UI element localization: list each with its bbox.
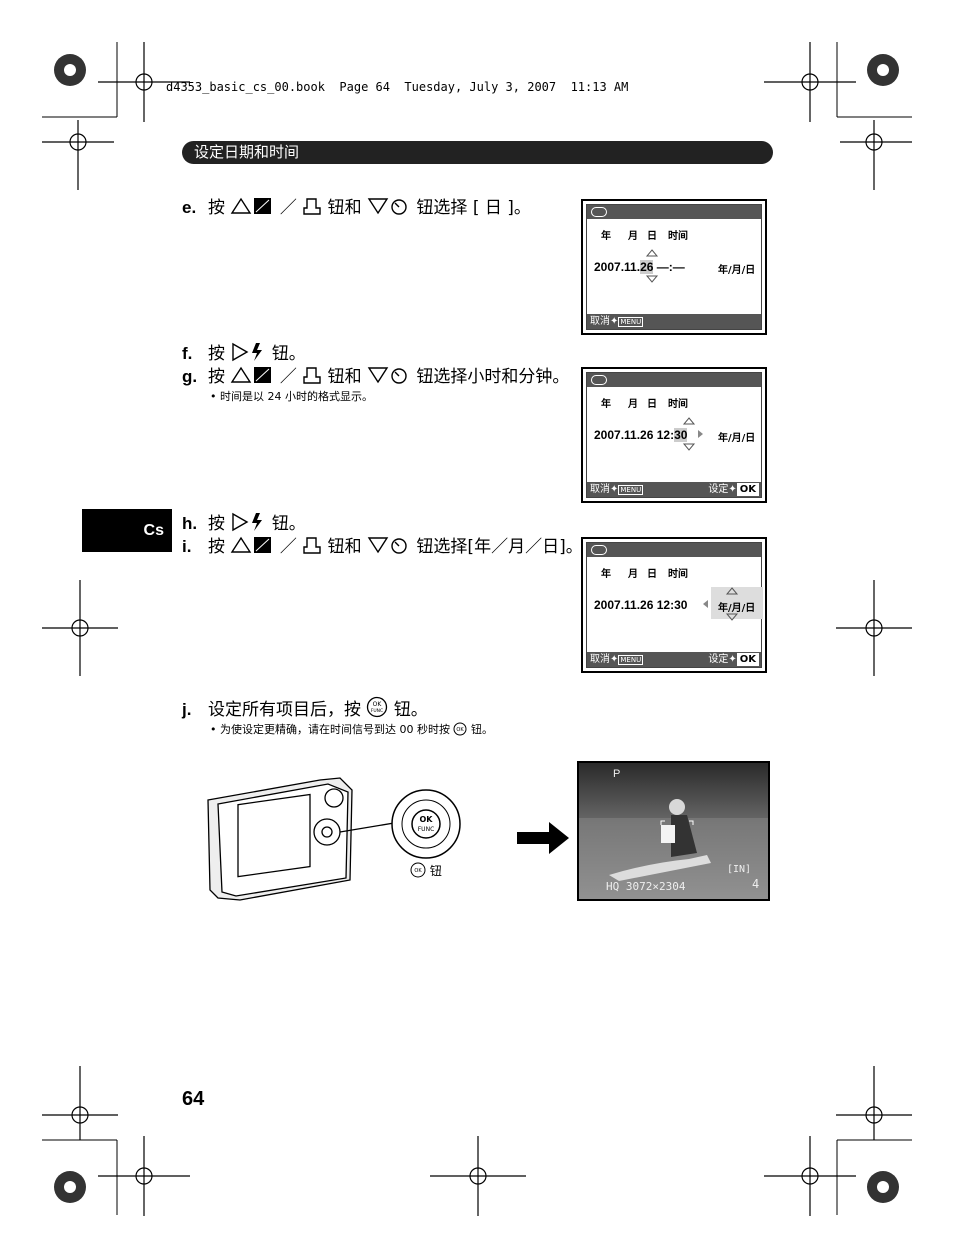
selected-minute[interactable]: 30: [674, 428, 688, 442]
step-e: e.按 ／ 钮和 钮选择 [ 日 ]。: [182, 197, 531, 218]
language-tab: Cs: [82, 509, 172, 552]
svg-text:OK: OK: [420, 815, 434, 824]
print-icon: [303, 198, 321, 215]
up-down-arrows: [645, 249, 659, 283]
selected-day[interactable]: 26: [640, 260, 654, 274]
selected-format[interactable]: 年/月/日: [718, 603, 756, 614]
down-selftimer-icon: [367, 537, 407, 554]
right-flash-icon: [232, 342, 263, 362]
down-selftimer-icon: [367, 367, 407, 384]
cancel-label: 取消✦MENU: [590, 654, 644, 665]
screen-date-day: 年 月 日 时间 2007.11.26 —:— 年/月/日 取消✦MENU: [581, 199, 767, 335]
svg-text:OK: OK: [457, 727, 465, 733]
left-up-down-arrows: [703, 587, 739, 621]
quality-readout: HQ 3072×2304: [606, 880, 686, 893]
step-g: g.按 ／ 钮和 钮选择小时和分钟。: [182, 366, 570, 387]
cancel-label: 取消✦MENU: [590, 316, 644, 327]
up-down-right-arrows: [682, 417, 703, 451]
right-arrow-icon: [517, 822, 569, 854]
svg-text:OK: OK: [373, 701, 383, 708]
step-g-note: • 时间是以 24 小时的格式显示。: [210, 390, 373, 403]
book-info: d4353_basic_cs_00.book Page 64 Tuesday, …: [166, 80, 629, 94]
ok-func-button-icon: OK: [453, 722, 467, 736]
control-dial: OK FUNC: [391, 789, 461, 859]
memory-indicator: [IN]: [727, 864, 752, 875]
svg-text:OK: OK: [414, 868, 422, 874]
svg-text:FUNC: FUNC: [418, 826, 435, 833]
page-number: 64: [182, 1088, 205, 1110]
frames-remaining: 4: [752, 877, 760, 891]
set-ok-label: 设定✦OK: [708, 482, 759, 497]
ok-func-button-icon: OK: [410, 862, 426, 878]
down-selftimer-icon: [367, 198, 407, 215]
set-ok-label: 设定✦OK: [708, 652, 759, 667]
shooting-mode: P: [613, 768, 621, 780]
section-title: 设定日期和时间: [182, 141, 773, 164]
camera-illustration: OK FUNC: [207, 777, 461, 901]
clock-icon: [591, 207, 607, 217]
print-icon: [303, 537, 321, 554]
camera-preview: P HQ 3072×2304 [IN] 4: [577, 761, 770, 901]
svg-text:FUNC: FUNC: [371, 708, 383, 714]
step-j-note: • 为使设定更精确，请在时间信号到达 00 秒时按 OK 钮。: [210, 722, 493, 736]
preview-image: [579, 763, 768, 899]
right-flash-icon: [232, 512, 263, 532]
cancel-label: 取消✦MENU: [590, 484, 644, 495]
step-i: i.按 ／ 钮和 钮选择[年／月／日]。: [182, 536, 583, 557]
ok-button-caption: OK 钮: [410, 862, 442, 879]
clock-icon: [591, 545, 607, 555]
step-f: f.按 钮。: [182, 342, 306, 364]
up-exposure-icon: [231, 536, 272, 553]
up-exposure-icon: [231, 197, 272, 214]
clock-icon: [591, 375, 607, 385]
print-icon: [303, 367, 321, 384]
up-exposure-icon: [231, 366, 272, 383]
step-h: h.按 钮。: [182, 512, 306, 534]
